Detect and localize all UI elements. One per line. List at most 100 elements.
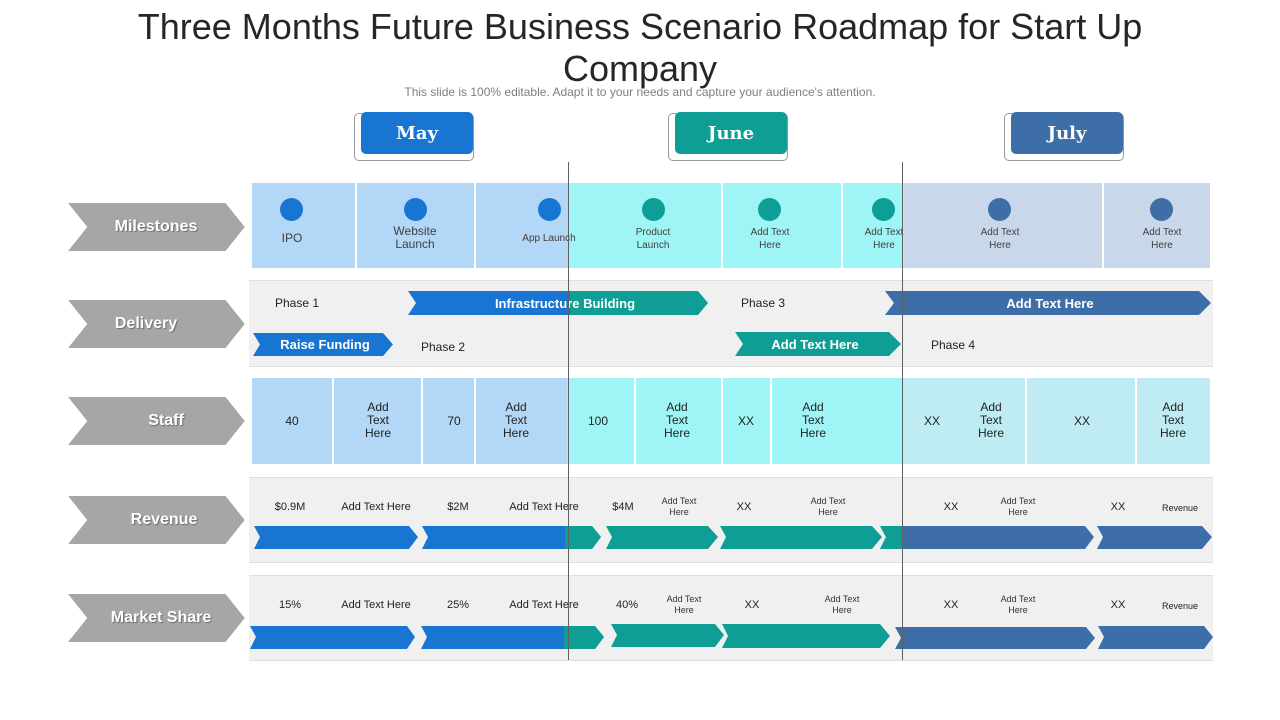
- milestone-label: Website Launch: [393, 224, 437, 251]
- july-delivery-bar: Add Text Here: [885, 291, 1211, 315]
- revenue-cell: $2M: [447, 501, 469, 513]
- june-header: June: [675, 112, 787, 154]
- milestone-label: Add Text Here: [750, 227, 790, 251]
- milestone-label: IPO: [281, 231, 303, 245]
- infrastructure-building-bar: Infrastructure Building: [408, 291, 708, 315]
- milestone-dot: [1150, 198, 1173, 221]
- market-share-row-label: Market Share: [66, 593, 248, 643]
- market-share-cell: 25%: [446, 599, 470, 611]
- milestone-dot: [538, 198, 561, 221]
- staff-cell: 100: [587, 414, 609, 428]
- july-header: July: [1011, 112, 1123, 154]
- market-share-cell: Add Text Here: [824, 594, 860, 615]
- revenue-cell: Add Text Here: [810, 496, 846, 517]
- milestone-dot: [988, 198, 1011, 221]
- june-july-divider: [902, 162, 903, 660]
- revenue-cell: XX: [736, 501, 752, 513]
- staff-cell: XX: [1073, 414, 1090, 428]
- milestone-label: Add Text Here: [1142, 227, 1182, 251]
- market-share-cell: Add Text Here: [666, 594, 702, 615]
- chevron-shape: [66, 495, 248, 545]
- cell-divider: [1135, 378, 1137, 464]
- milestone-label: Add Text Here: [980, 227, 1020, 251]
- arrow-track: [250, 624, 1213, 649]
- june-delivery-bar: Add Text Here: [735, 332, 901, 356]
- page-subtitle: This slide is 100% editable. Adapt it to…: [404, 85, 876, 99]
- may-june-divider: [568, 162, 569, 660]
- arrow-bar-shape: [253, 333, 393, 356]
- chevron-shape: [66, 593, 248, 643]
- arrow-bar-shape: [885, 291, 1211, 315]
- staff-cell: 70: [447, 414, 461, 428]
- revenue-row-bg: [249, 477, 1213, 563]
- revenue-cell: Revenue: [1161, 503, 1199, 513]
- revenue-cell: $4M: [612, 501, 634, 513]
- revenue-cell: XX: [1110, 501, 1126, 513]
- market-share-cell: XX: [744, 599, 760, 611]
- page-title: Three Months Future Business Scenario Ro…: [137, 6, 1143, 89]
- cell-divider: [770, 378, 772, 464]
- market-share-arrows: [250, 623, 1214, 650]
- market-share-cell: 40%: [615, 599, 639, 611]
- staff-cell: 40: [285, 414, 299, 428]
- staff-cell: Add Text Here: [799, 400, 826, 440]
- revenue-row-label: Revenue: [66, 495, 248, 545]
- milestone-dot: [280, 198, 303, 221]
- revenue-cell: Add Text Here: [1000, 496, 1036, 517]
- milestone-dot: [642, 198, 665, 221]
- cell-divider: [474, 378, 476, 464]
- phase-1-label: Phase 1: [274, 296, 320, 310]
- milestone-label: Add Text Here: [864, 227, 904, 251]
- market-share-cell: Add Text Here: [341, 599, 411, 611]
- chevron-shape: [66, 299, 248, 349]
- cell-divider: [841, 183, 843, 268]
- arrow-track: [254, 526, 1212, 549]
- may-milestone-band: [252, 183, 568, 268]
- chevron-shape: [66, 202, 248, 252]
- milestone-dot: [872, 198, 895, 221]
- staff-cell: XX: [737, 414, 754, 428]
- arrow-bar-shape: [408, 291, 708, 315]
- staff-cell: Add Text Here: [977, 400, 1004, 440]
- milestone-dot: [758, 198, 781, 221]
- market-share-cell: Revenue: [1161, 601, 1199, 611]
- june-staff-band: [567, 378, 902, 464]
- june-milestone-band: [568, 183, 904, 268]
- revenue-arrows: [252, 525, 1212, 550]
- revenue-cell: XX: [943, 501, 959, 513]
- cell-divider: [421, 378, 423, 464]
- cell-divider: [721, 378, 723, 464]
- revenue-cell: Add Text Here: [509, 501, 579, 513]
- cell-divider: [1102, 183, 1104, 268]
- staff-cell: Add Text Here: [663, 400, 690, 440]
- may-header: May: [361, 112, 473, 154]
- phase-4-label: Phase 4: [930, 338, 976, 352]
- market-share-cell: XX: [1110, 599, 1126, 611]
- cell-divider: [355, 183, 357, 268]
- staff-row-label: Staff: [66, 396, 248, 446]
- staff-cell: Add Text Here: [364, 400, 391, 440]
- staff-cell: Add Text Here: [1159, 400, 1186, 440]
- cell-divider: [1025, 378, 1027, 464]
- staff-cell: XX: [923, 414, 940, 428]
- milestone-label: Product Launch: [635, 227, 671, 251]
- revenue-cell: Add Text Here: [341, 501, 411, 513]
- may-staff-band: [252, 378, 567, 464]
- revenue-cell: Add Text Here: [661, 496, 697, 517]
- milestone-label: App Launch: [522, 233, 576, 244]
- july-milestone-band: [904, 183, 1210, 268]
- revenue-cell: $0.9M: [274, 501, 306, 513]
- cell-divider: [721, 183, 723, 268]
- staff-cell: Add Text Here: [502, 400, 529, 440]
- market-share-cell: 15%: [278, 599, 302, 611]
- cell-divider: [474, 183, 476, 268]
- chevron-shape: [66, 396, 248, 446]
- raise-funding-bar: Raise Funding: [253, 333, 393, 356]
- delivery-row-label: Delivery: [66, 299, 248, 349]
- cell-divider: [332, 378, 334, 464]
- market-share-cell: Add Text Here: [1000, 594, 1036, 615]
- milestone-dot: [404, 198, 427, 221]
- arrow-bar-shape: [735, 332, 901, 356]
- july-staff-band: [902, 378, 1210, 464]
- cell-divider: [634, 378, 636, 464]
